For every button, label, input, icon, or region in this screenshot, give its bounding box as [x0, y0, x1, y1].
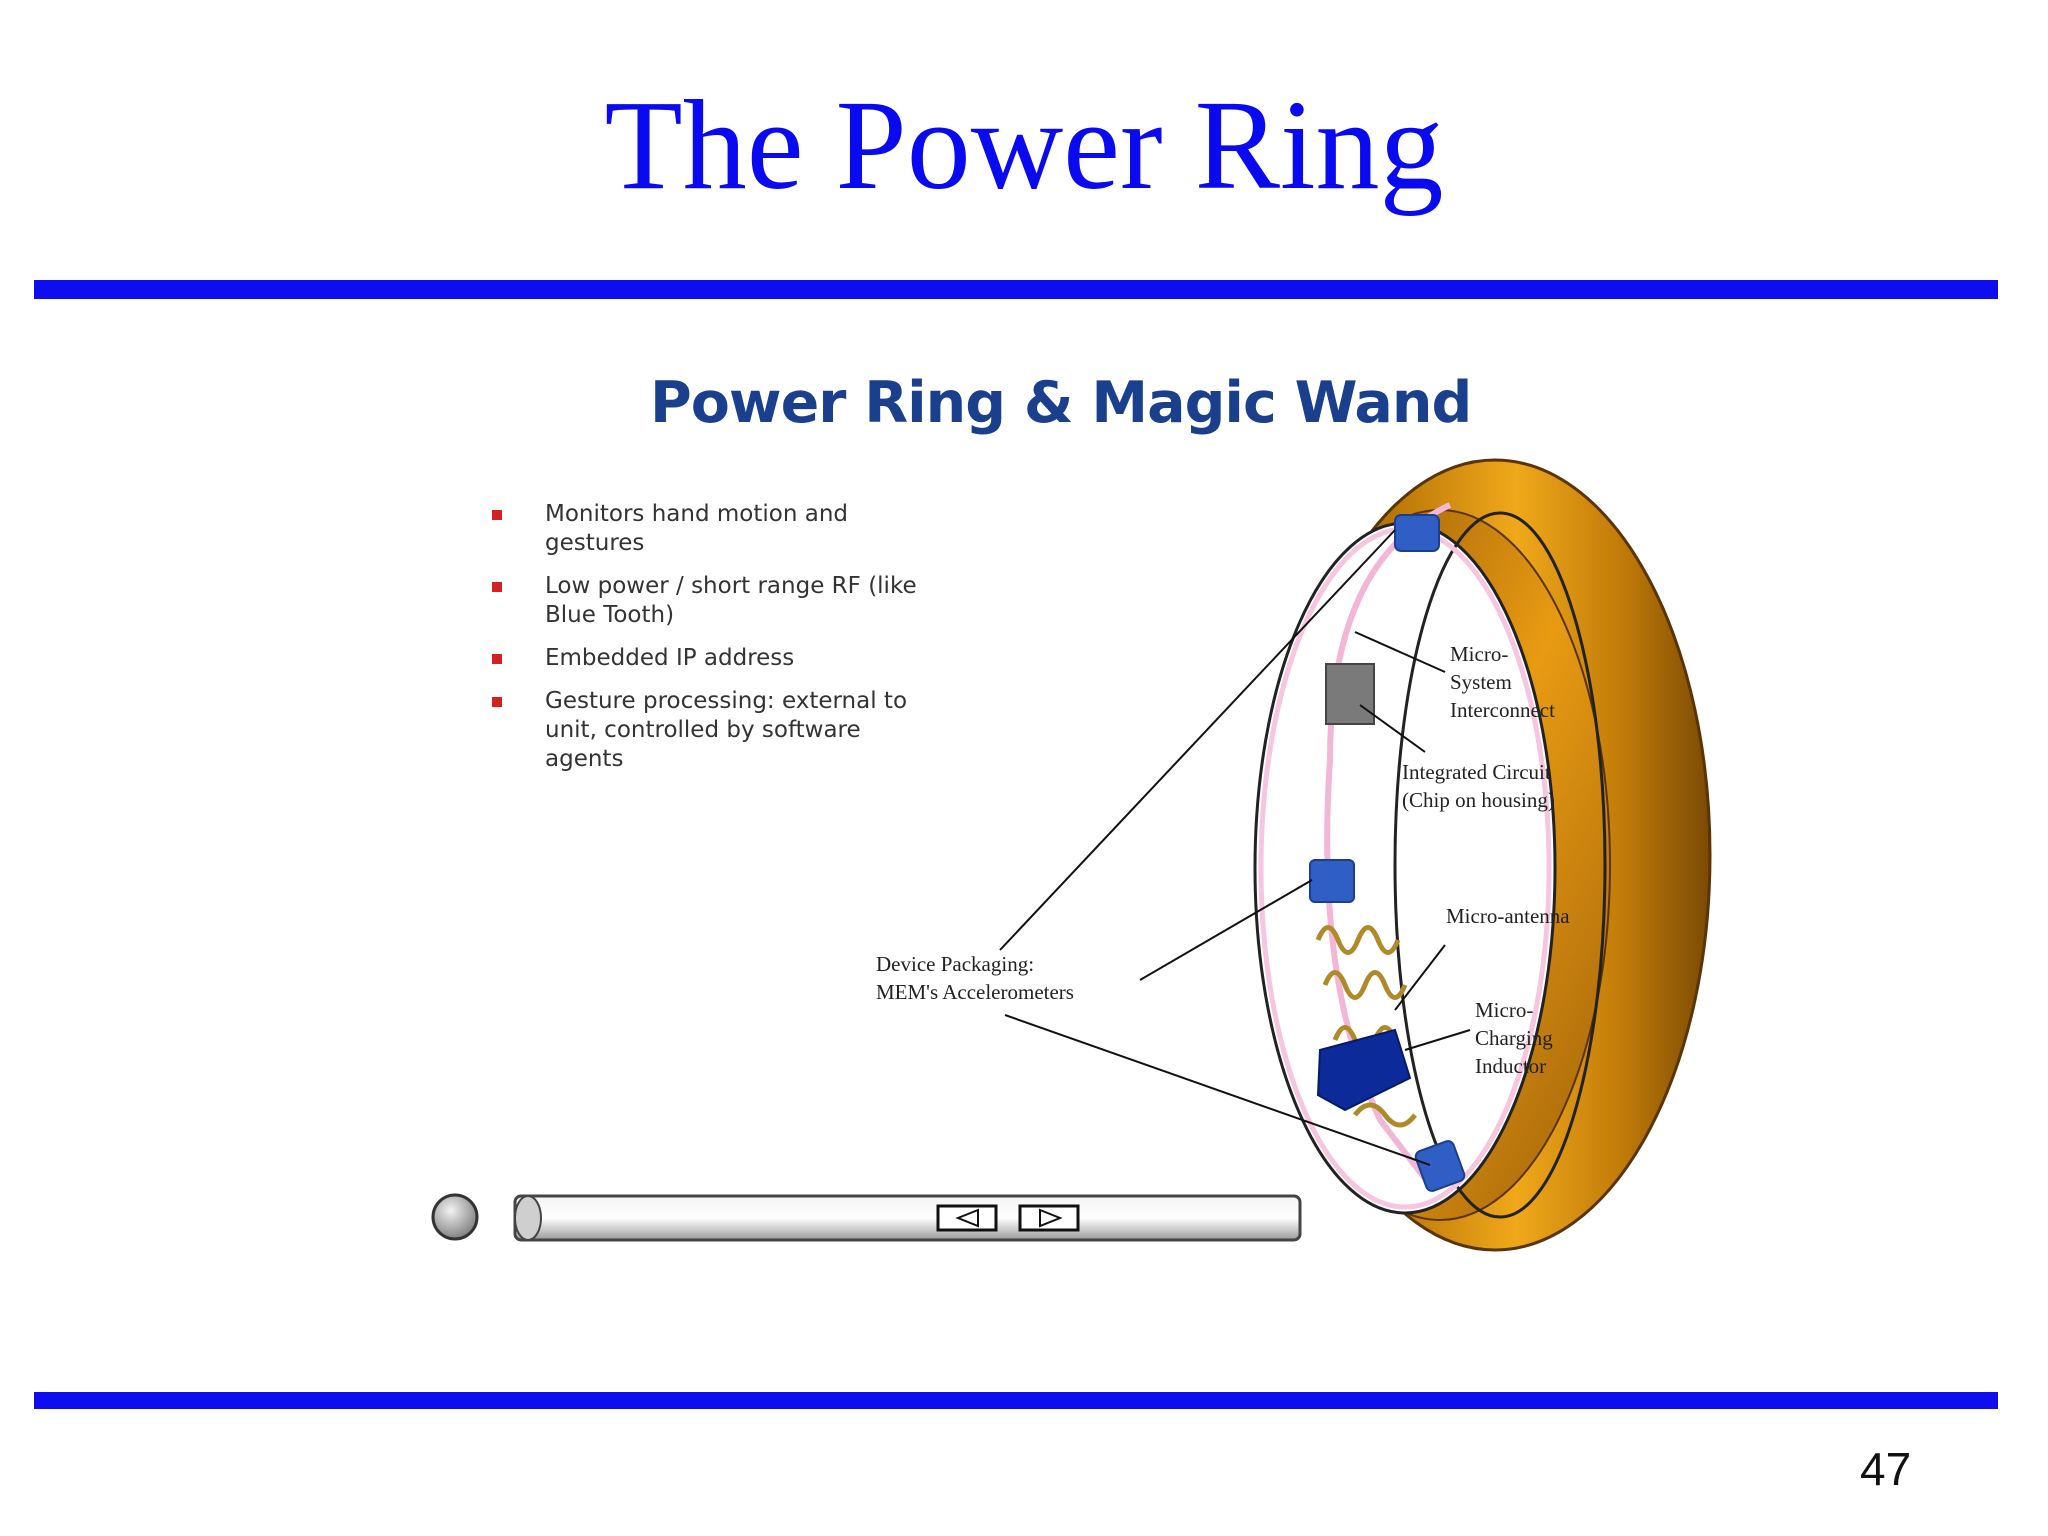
top-rule: [34, 280, 1998, 299]
bullet-text: Embedded IP address: [545, 645, 795, 671]
bullet-square-icon: [492, 654, 502, 664]
charging-inductor-block: [1316, 1028, 1412, 1112]
bullet-list: Monitors hand motion and gestures Low po…: [490, 500, 940, 788]
bullet-square-icon: [492, 582, 502, 592]
player-track: [513, 1194, 1302, 1242]
media-player-bar[interactable]: [431, 1193, 1302, 1242]
bullet-item: Low power / short range RF (like Blue To…: [490, 572, 940, 630]
accelerometer-bottom: [1414, 1140, 1466, 1192]
slide-title: The Power Ring: [604, 74, 1444, 216]
charging-inductor-coil: [1315, 925, 1417, 1128]
label-device-packaging: Device Packaging: MEM's Accelerometers: [876, 952, 1074, 1004]
accelerometer-middle: [1309, 859, 1355, 903]
bullet-text: Monitors hand motion and gestures: [545, 501, 848, 556]
embedded-slide-title: Power Ring & Magic Wand: [650, 370, 1472, 436]
bullet-text: Low power / short range RF (like Blue To…: [545, 573, 917, 628]
player-knob: [431, 1193, 479, 1241]
bullet-item: Monitors hand motion and gestures: [490, 500, 940, 558]
page-number: 47: [1860, 1443, 1912, 1495]
bullet-item: Gesture processing: external to unit, co…: [490, 687, 940, 774]
bullet-square-icon: [492, 510, 502, 520]
bottom-rule: [34, 1392, 1998, 1409]
leader-lines: [999, 529, 1471, 1166]
label-micro-charging-inductor: Micro- Charging Inductor: [1475, 998, 1553, 1078]
label-micro-antenna: Micro-antenna: [1446, 904, 1570, 928]
label-integrated-circuit: Integrated Circuit (Chip on housing): [1402, 760, 1555, 812]
label-micro-system-interconnect: Micro- System Interconnect: [1450, 642, 1555, 722]
rewind-icon[interactable]: [936, 1204, 998, 1232]
integrated-circuit-chip: [1325, 663, 1375, 725]
bullet-square-icon: [492, 697, 502, 707]
bullet-text: Gesture processing: external to unit, co…: [545, 688, 908, 772]
ring-band: [1253, 458, 1712, 1252]
accelerometer-top: [1394, 514, 1440, 552]
play-icon[interactable]: [1018, 1204, 1080, 1232]
bullet-item: Embedded IP address: [490, 644, 940, 673]
